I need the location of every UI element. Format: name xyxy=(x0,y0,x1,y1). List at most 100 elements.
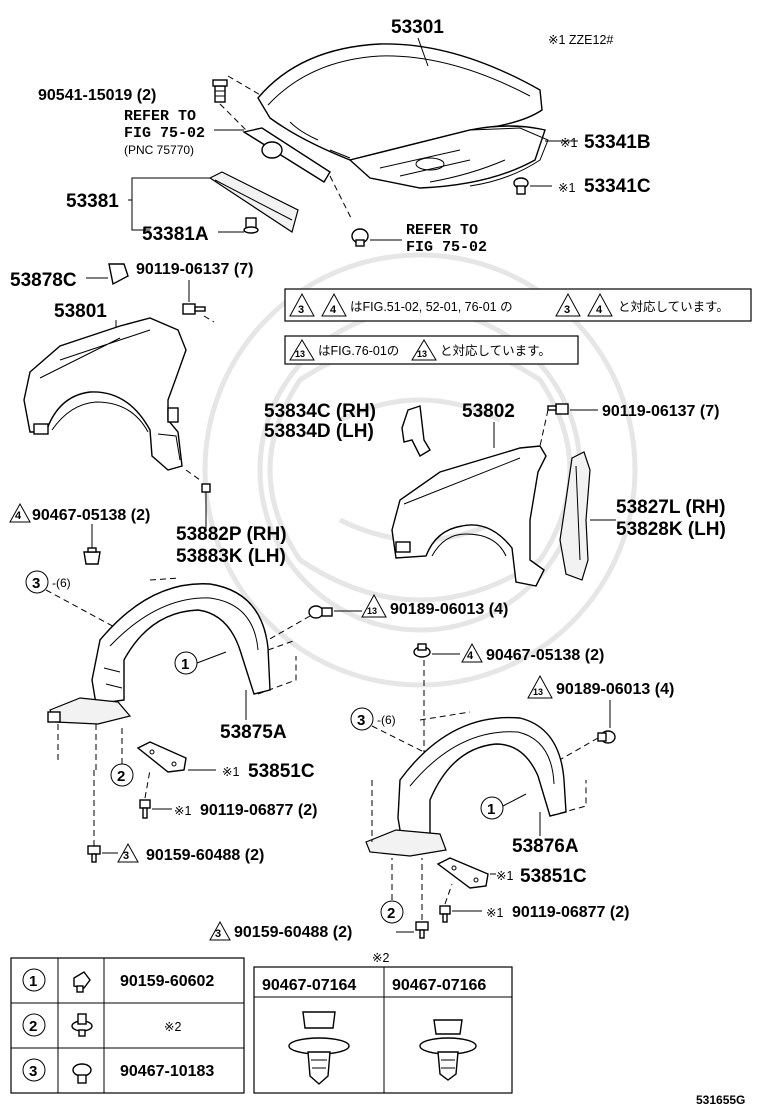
screw-top-icon xyxy=(308,605,333,619)
svg-text:3: 3 xyxy=(123,850,129,862)
svg-text:2: 2 xyxy=(387,905,395,922)
hood-seal-part xyxy=(469,127,549,187)
fender-rh-label: 53802 xyxy=(462,401,515,422)
refer1-line3: (PNC 75770) xyxy=(124,143,194,157)
brace-left-label: 53851C xyxy=(248,761,315,782)
bolt-brace-right-icon xyxy=(439,905,451,923)
bolt-bottom-left-label: 90159-60488 (2) xyxy=(146,847,264,864)
c3-qty-right: -(6) xyxy=(377,713,396,727)
bolt-brace-right-label: 90119-06877 (2) xyxy=(512,904,629,921)
svg-text:3: 3 xyxy=(32,575,40,592)
screw-right-icon xyxy=(597,730,616,744)
svg-text:4: 4 xyxy=(467,650,474,662)
brace-right-part xyxy=(436,857,489,889)
c3-qty-left: -(6) xyxy=(52,576,71,590)
bolt-rf-label: 90119-06137 (7) xyxy=(602,403,719,420)
bracket-rh-label: 53834C (RH) xyxy=(264,401,376,422)
hood-stay-clip-icon xyxy=(351,228,369,247)
legend-key-1: 1 xyxy=(29,973,37,990)
svg-text:はFIG.76-01の: はFIG.76-01の xyxy=(318,344,399,358)
nut-right-icon xyxy=(413,643,431,658)
brace-left-part xyxy=(136,741,187,773)
liner-lh-part xyxy=(47,583,271,725)
clip-type-2-icon xyxy=(71,1013,93,1037)
liner-rh-part xyxy=(365,716,567,857)
svg-text:と対応しています。: と対応しています。 xyxy=(618,300,729,314)
clip-type-3-icon xyxy=(72,1063,92,1084)
fender-lh-part xyxy=(23,317,187,471)
svg-text:1: 1 xyxy=(487,801,495,818)
svg-text:13: 13 xyxy=(295,349,305,359)
fender-seal-part xyxy=(559,451,591,581)
nut-right-label: 90467-05138 (2) xyxy=(486,647,604,664)
svg-text:はFIG.51-02, 52-01, 76-01 の: はFIG.51-02, 52-01, 76-01 の xyxy=(350,300,513,314)
hood-seal-label: 53341B xyxy=(584,132,651,153)
screw-13-top-label: 90189-06013 (4) xyxy=(390,601,508,618)
legend-key-2: 2 xyxy=(29,1018,37,1035)
note-box-2: 13 はFIG.76-01の 13 と対応しています。 xyxy=(284,335,579,365)
refer1-line1: REFER TO xyxy=(124,108,196,125)
clip-table-title: ※2 xyxy=(372,951,389,965)
svg-text:3: 3 xyxy=(564,304,570,316)
figure-code: 531655G xyxy=(696,1093,745,1107)
bolt-bottom-right-icon xyxy=(415,921,429,939)
bracket2-rh-label: 53882P (RH) xyxy=(176,524,287,545)
refer2-line1: REFER TO xyxy=(406,222,478,239)
svg-text:4: 4 xyxy=(330,304,337,316)
brace-left-prefix: ※1 xyxy=(222,765,239,779)
hood-label: 53301 xyxy=(391,17,444,38)
hood-clip-label: 53341C xyxy=(584,176,651,197)
screw-13-right-label: 90189-06013 (4) xyxy=(556,681,674,698)
clip-type-1-icon xyxy=(73,971,91,993)
hood-clip-icon xyxy=(513,177,529,195)
bolt-lf-label: 90119-06137 (7) xyxy=(136,261,253,278)
cowl-clip-icon xyxy=(243,217,259,234)
svg-text:3: 3 xyxy=(298,304,304,316)
svg-text:4: 4 xyxy=(15,510,22,522)
bolt-icon xyxy=(212,79,228,103)
fender-clip-label: 53878C xyxy=(10,270,77,291)
cowl-clip-label: 53381A xyxy=(142,224,209,245)
bolt-rf-icon xyxy=(547,403,569,415)
svg-text:1: 1 xyxy=(181,656,189,673)
hood-seal-prefix: ※1 xyxy=(560,136,577,150)
svg-text:3: 3 xyxy=(357,712,365,729)
nut-left-icon xyxy=(83,547,101,565)
brace-right-prefix: ※1 xyxy=(496,869,513,883)
bolt-lf-icon xyxy=(182,303,206,315)
legend-part-3: 90467-10183 xyxy=(120,1063,214,1080)
brace-right-label: 53851C xyxy=(520,866,587,887)
grille-part xyxy=(242,127,331,183)
svg-text:13: 13 xyxy=(417,349,427,359)
legend-part-2: ※2 xyxy=(164,1020,181,1034)
refer2-line2: FIG 75-02 xyxy=(406,239,487,256)
hood-part xyxy=(257,43,546,189)
svg-text:と対応しています。: と対応しています。 xyxy=(440,344,551,358)
bolt-brace-left-icon xyxy=(139,799,151,819)
cowl-label: 53381 xyxy=(66,191,119,212)
clip-table: 90467-07164 90467-07166 xyxy=(253,966,513,1094)
legend-table: 1 90159-60602 2 ※2 3 90467-10183 xyxy=(10,957,245,1094)
bolt-top-label: 90541-15019 (2) xyxy=(38,87,156,104)
svg-text:13: 13 xyxy=(533,687,543,697)
bolt-brace-left-label: 90119-06877 (2) xyxy=(200,802,317,819)
bolt-bottom-left-icon xyxy=(87,845,101,863)
bracket-lh-label: 53834D (LH) xyxy=(264,421,374,442)
clip-col-2: 90467-07166 xyxy=(392,977,486,994)
fender-bracket-part xyxy=(401,405,431,457)
fender-rh-part xyxy=(391,445,547,587)
model-note: ※1 ZZE12# xyxy=(548,33,613,47)
svg-text:13: 13 xyxy=(367,606,377,616)
hood-clip-prefix: ※1 xyxy=(558,181,575,195)
svg-text:4: 4 xyxy=(596,304,603,316)
svg-text:3: 3 xyxy=(215,928,221,940)
clip-07166-icon xyxy=(419,1019,477,1081)
clip-07164-icon xyxy=(288,1011,350,1085)
fender-lh-label: 53801 xyxy=(54,301,107,322)
clip-col-1: 90467-07164 xyxy=(262,977,356,994)
liner-rh-label: 53876A xyxy=(512,836,579,857)
seal-rh-label: 53827L (RH) xyxy=(616,497,725,518)
svg-text:2: 2 xyxy=(117,768,125,785)
small-bracket-icon xyxy=(201,483,211,493)
